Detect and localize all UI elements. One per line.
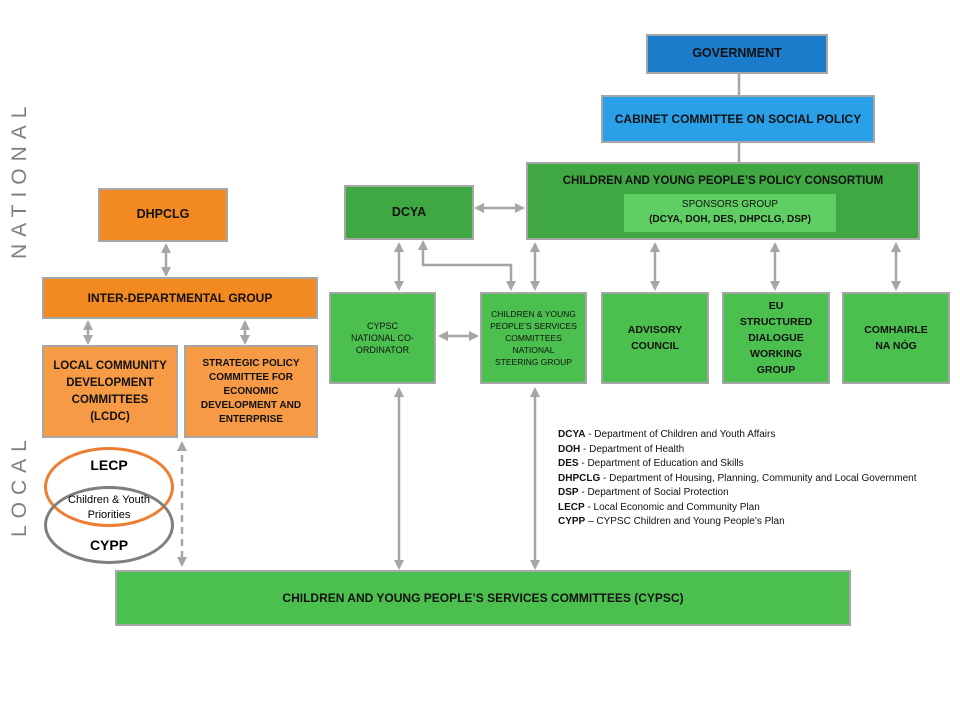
sponsors-group-title: SPONSORS GROUP (681, 199, 779, 210)
consortium-title: CHILDREN AND YOUNG PEOPLE’S POLICY CONSO… (562, 175, 884, 187)
cypsc-box: CHILDREN AND YOUNG PEOPLE’S SERVICES COM… (115, 570, 851, 626)
link-dcya-steering (418, 240, 516, 291)
legend-item: CYPP – CYPSC Children and Young People’s… (558, 516, 785, 527)
legend-item: DHPCLG - Department of Housing, Planning… (558, 472, 917, 484)
strategic-policy-committee-box: STRATEGIC POLICY COMMITTEE FOR ECONOMIC … (184, 345, 318, 438)
eu-structured-dialogue-box: EU STRUCTURED DIALOGUE WORKING GROUP (722, 292, 830, 384)
legend-item: DSP - Department of Social Protection (558, 487, 729, 498)
legend-item: DCYA - Department of Children and Youth … (558, 429, 776, 440)
local-label: LOCAL (8, 433, 31, 537)
sponsors-group-members: (DCYA, DOH, DES, DHPCLG, DSP) (649, 214, 811, 225)
cypsc-national-coordinator-box: CYPSC NATIONAL CO-ORDINATOR (329, 292, 436, 384)
national-label: NATIONAL (8, 99, 31, 259)
sponsors-group-box: SPONSORS GROUP (DCYA, DOH, DES, DHPCLG, … (624, 194, 836, 232)
children-youth-priorities-label: Children & Youth Priorities (68, 494, 150, 521)
dcya-box: DCYA (344, 185, 474, 240)
dhpclg-box: DHPCLG (98, 188, 228, 242)
government-box: GOVERNMENT (646, 34, 828, 74)
cabinet-committee-box: CABINET COMMITTEE ON SOCIAL POLICY (601, 95, 875, 143)
policy-consortium-box: CHILDREN AND YOUNG PEOPLE’S POLICY CONSO… (526, 162, 920, 240)
advisory-council-box: ADVISORY COUNCIL (601, 292, 709, 384)
legend-item: DOH - Department of Health (558, 443, 685, 455)
cypp-label: CYPP (89, 537, 129, 553)
lecp-label: LECP (90, 457, 128, 473)
national-steering-group-box: CHILDREN & YOUNG PEOPLE’S SERVICES COMMI… (480, 292, 587, 384)
lcdc-box: LOCAL COMMUNITY DEVELOPMENT COMMITTEES (… (42, 345, 178, 438)
legend-item: DES - Department of Education and Skills (558, 458, 744, 469)
legend-item: LECP - Local Economic and Community Plan (558, 501, 760, 513)
comhairle-na-nog-box: COMHAIRLE NA NÓG (842, 292, 950, 384)
abbreviation-legend: DCYA - Department of Children and Youth … (558, 428, 917, 530)
cypp-ellipse (44, 486, 174, 564)
inter-departmental-group-box: INTER-DEPARTMENTAL GROUP (42, 277, 318, 319)
